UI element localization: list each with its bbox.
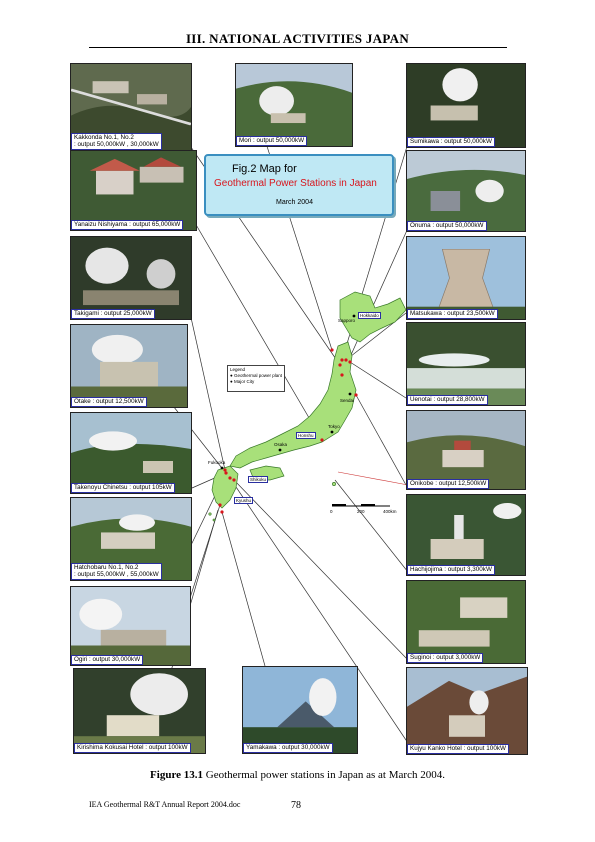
- photo-label-hachijojima: Hachijojima : output 3,300kW: [407, 565, 495, 575]
- japan-landmass: [208, 291, 407, 522]
- photo-matsukawa: Matsukawa : output 23,500kW: [406, 236, 526, 320]
- legend-city: ● Major City: [230, 379, 255, 384]
- photo-ogiri: Ogiri : output 30,000kW: [70, 586, 191, 666]
- photo-label-takenoyu: Takenoyu Chinetsu : output 105kW: [71, 483, 175, 493]
- scale-label-0: 0: [330, 509, 333, 514]
- photo-label-suginoi: Suginoi : output 3,000kW: [407, 653, 484, 663]
- photo-uenotai: Uenotai : output 28,800kW: [406, 322, 526, 406]
- region-label-honshu: Honshu: [296, 432, 316, 439]
- photo-label-takigami: Takigami : output 25,000kW: [71, 309, 155, 319]
- map-date: March 2004: [276, 199, 313, 206]
- hachijo-island: [332, 482, 336, 486]
- photo-label-yanaizu: Yanaizu Nishiyama : output 65,000kW: [71, 220, 184, 230]
- photo-mori: Mori : output 50,000kW: [235, 63, 353, 147]
- photo-label-mori: Mori : output 50,000kW: [236, 136, 308, 146]
- photo-onikobe: Onikobe : output 12,500kW: [406, 410, 526, 490]
- city-label-osaka: Osaka: [274, 442, 288, 447]
- city-label-fukuoka: Fukuoka: [208, 460, 226, 465]
- scale-bar: [332, 504, 390, 507]
- header-rule: [89, 47, 507, 48]
- photo-kirishima: Kirishima Kokusai Hotel : output 100kW: [73, 668, 206, 754]
- city-markers: [220, 314, 356, 470]
- small-island: [212, 518, 216, 522]
- photo-label-kirishima: Kirishima Kokusai Hotel : output 100kW: [74, 743, 191, 753]
- pointer-line: [337, 471, 409, 486]
- geothermal-figure: Fig.2 Map for Geothermal Power Stations …: [70, 60, 528, 756]
- photo-suginoi: Suginoi : output 3,000kW: [406, 580, 526, 664]
- photo-kujyu: Kujyu Kanko Hotel : output 100kW: [406, 667, 528, 755]
- photo-takenoyu: Takenoyu Chinetsu : output 105kW: [70, 412, 192, 494]
- footer-page-number: 78: [291, 800, 301, 811]
- photo-label-onikobe: Onikobe : output 12,500kW: [407, 479, 490, 489]
- photo-label-otake: Otake : output 12,500kW: [71, 397, 147, 407]
- photo-label-onuma: Onuma : output 50,000kW: [407, 221, 487, 231]
- page-header: III. NATIONAL ACTIVITIES JAPAN: [185, 31, 410, 46]
- photo-label-sumikawa: Sumikawa : output 50,000kW: [407, 137, 495, 147]
- city-label-sendai: Sendai: [340, 398, 355, 403]
- photo-onuma: Onuma : output 50,000kW: [406, 150, 526, 232]
- region-label-hokkaido: Hokkaido: [358, 312, 381, 319]
- map-title: Fig.2 Map for: [232, 163, 297, 175]
- scale-label-400: 400km: [383, 509, 397, 514]
- photo-hatchobaru: Hatchobaru No.1, No.2 : output 55,000kW …: [70, 497, 192, 581]
- photo-kakkonda: Kakkonda No.1, No.2 : output 50,000kW , …: [70, 63, 192, 151]
- photo-label-matsukawa: Matsukawa : output 23,500kW: [407, 309, 498, 319]
- photo-takigami: Takigami : output 25,000kW: [70, 236, 192, 320]
- photo-label-kakkonda: Kakkonda No.1, No.2 : output 50,000kW , …: [71, 132, 162, 150]
- legend-title: Legend: [230, 367, 246, 372]
- footer-document-name: IEA Geothermal R&T Annual Report 2004.do…: [89, 800, 241, 809]
- honshu-island: [229, 341, 357, 469]
- caption-text: Geothermal power stations in Japan as at…: [203, 769, 445, 781]
- photo-label-kujyu: Kujyu Kanko Hotel : output 100kW: [407, 744, 509, 754]
- photo-label-yamakawa: Yamakawa : output 30,000kW: [243, 743, 333, 753]
- legend-plant: ● Geothermal power plant: [230, 373, 282, 378]
- photo-sumikawa: Sumikawa : output 50,000kW: [406, 63, 526, 148]
- small-island: [208, 512, 212, 516]
- photo-label-hatchobaru: Hatchobaru No.1, No.2 : output 55,000kW …: [71, 562, 162, 580]
- photo-hachijojima: Hachijojima : output 3,300kW: [406, 494, 526, 576]
- map-legend: Legend ● Geothermal power plant ● Major …: [227, 365, 285, 392]
- photo-label-ogiri: Ogiri : output 30,000kW: [71, 655, 144, 665]
- photo-label-uenotai: Uenotai : output 28,800kW: [407, 395, 488, 405]
- map-title-box: Fig.2 Map for Geothermal Power Stations …: [204, 154, 394, 216]
- scale-label-200: 200: [357, 509, 365, 514]
- photo-yanaizu: Yanaizu Nishiyama : output 65,000kW: [70, 150, 197, 231]
- photo-otake: Otake : output 12,500kW: [70, 324, 188, 408]
- kyushu-island: [211, 465, 239, 509]
- region-label-shikoku: Shikoku: [248, 476, 269, 483]
- photo-yamakawa: Yamakawa : output 30,000kW: [242, 666, 358, 754]
- region-label-kyushu: Kyushu: [234, 497, 254, 504]
- city-label-tokyo: Tokyo: [328, 424, 340, 429]
- figure-caption: Figure 13.1 Geothermal power stations in…: [0, 769, 595, 781]
- plant-markers: [218, 348, 358, 514]
- city-label-sapporo: Sapporo: [338, 318, 356, 323]
- map-subtitle: Geothermal Power Stations in Japan: [214, 178, 377, 189]
- caption-label: Figure 13.1: [150, 769, 204, 781]
